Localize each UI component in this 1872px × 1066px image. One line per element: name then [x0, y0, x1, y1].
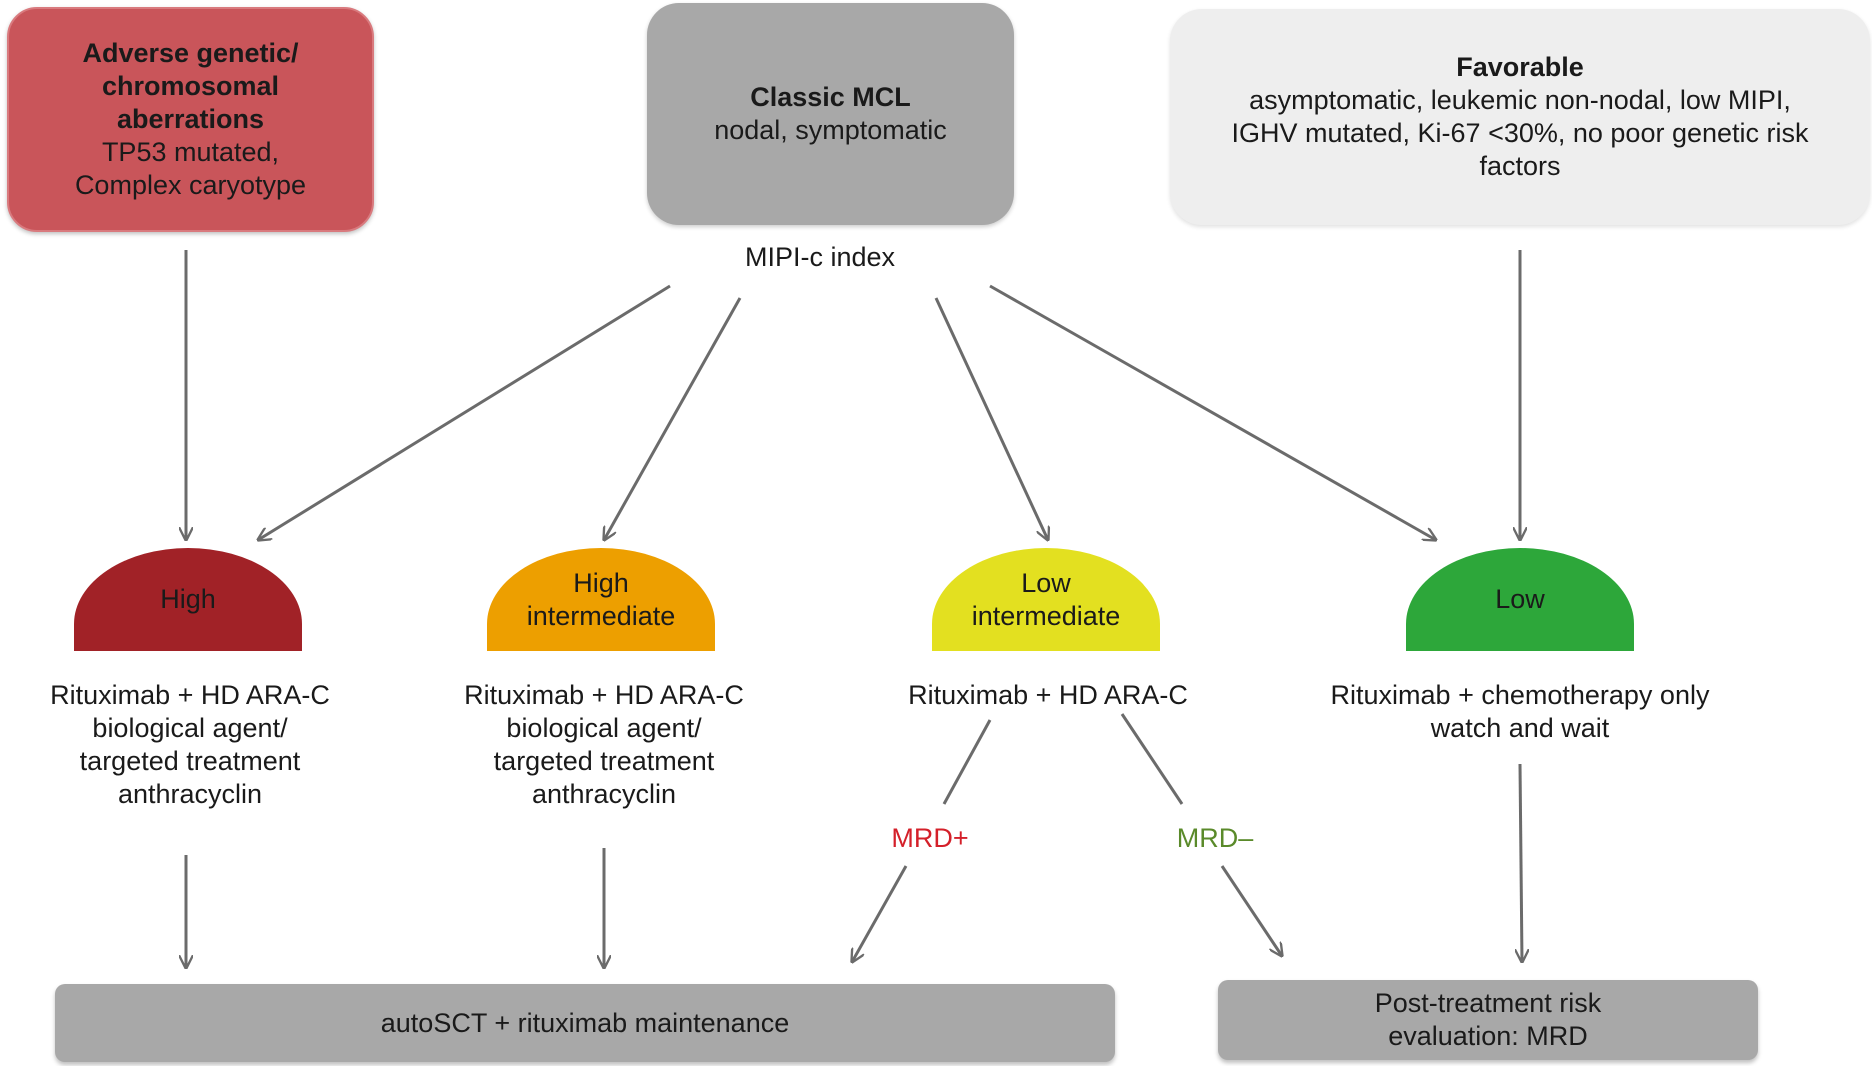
line-treatment3-to-mrd-positive	[942, 719, 992, 805]
post-treatment-line-2: evaluation: MRD	[1388, 1021, 1588, 1051]
arrow-index-to-low-intermediate	[934, 297, 1048, 540]
classic-mcl-box: Classic MCL nodal, symptomatic	[647, 3, 1014, 225]
treatment-high: Rituximab + HD ARA-C biological agent/ t…	[10, 679, 370, 811]
treatment-high-line-2: biological agent/	[92, 713, 288, 743]
treatment-low-intermediate: Rituximab + HD ARA-C	[868, 679, 1228, 712]
arrow-mrd-positive-to-autosct	[852, 865, 908, 962]
autosct-label: autoSCT + rituximab maintenance	[380, 1007, 790, 1038]
treatment-lo-int-line-1: Rituximab + HD ARA-C	[908, 680, 1188, 710]
adverse-title-line-3: aberrations	[116, 104, 265, 134]
treatment-low-line-1: Rituximab + chemotherapy only	[1330, 680, 1710, 710]
treatment-hi-int-line-3: targeted treatment	[493, 746, 715, 776]
adverse-genetic-box: Adverse genetic/ chromosomal aberrations…	[7, 7, 374, 232]
adverse-detail-line-2: Complex caryotype	[74, 170, 307, 200]
risk-high-label: High	[160, 584, 216, 614]
risk-low-label: Low	[1495, 584, 1545, 614]
arrow-index-to-high-intermediate	[604, 297, 742, 540]
favorable-detail-line-2: IGHV mutated, Ki-67 <30%, no poor geneti…	[1231, 118, 1809, 148]
adverse-title-line-1: Adverse genetic/	[82, 38, 299, 68]
treatment-low: Rituximab + chemotherapy only watch and …	[1290, 679, 1750, 745]
treatment-hi-int-line-2: biological agent/	[506, 713, 702, 743]
arrow-mrd-negative-to-post	[1220, 865, 1282, 956]
arrow-index-to-high	[258, 284, 671, 540]
treatment-hi-int-line-4: anthracyclin	[531, 779, 677, 809]
favorable-title: Favorable	[1456, 52, 1584, 82]
adverse-title-line-2: chromosomal	[101, 71, 280, 101]
autosct-maintenance-box: autoSCT + rituximab maintenance	[55, 984, 1115, 1062]
mrd-negative-label: MRD–	[1176, 823, 1254, 853]
treatment-high-intermediate: Rituximab + HD ARA-C biological agent/ t…	[424, 679, 784, 811]
treatment-high-line-3: targeted treatment	[79, 746, 301, 776]
classic-title: Classic MCL	[750, 82, 911, 112]
mipi-c-index-label: MIPI-c index	[744, 242, 896, 272]
post-treatment-line-1: Post-treatment risk	[1374, 988, 1602, 1018]
line-treatment3-to-mrd-negative	[1120, 713, 1184, 805]
mrd-positive-label: MRD+	[891, 823, 969, 853]
arrow-treatment4-to-post	[1520, 763, 1522, 962]
risk-low-intermediate-line-1: Low	[1021, 567, 1071, 598]
risk-high-intermediate-line-1: High	[573, 567, 629, 598]
arrow-index-to-low	[989, 284, 1436, 540]
risk-low-intermediate-line-2: intermediate	[971, 600, 1121, 631]
favorable-detail-line-1: asymptomatic, leukemic non-nodal, low MI…	[1249, 85, 1791, 115]
post-treatment-mrd-box: Post-treatment risk evaluation: MRD	[1218, 980, 1758, 1060]
favorable-detail-line-3: factors	[1479, 151, 1561, 181]
treatment-hi-int-line-1: Rituximab + HD ARA-C	[464, 680, 744, 710]
treatment-high-line-4: anthracyclin	[117, 779, 263, 809]
favorable-box: Favorable asymptomatic, leukemic non-nod…	[1170, 9, 1870, 225]
treatment-high-line-1: Rituximab + HD ARA-C	[50, 680, 330, 710]
classic-detail: nodal, symptomatic	[714, 115, 947, 145]
adverse-detail-line-1: TP53 mutated,	[101, 137, 280, 167]
treatment-low-line-2: watch and wait	[1430, 713, 1610, 743]
risk-high-intermediate-line-2: intermediate	[526, 600, 676, 631]
